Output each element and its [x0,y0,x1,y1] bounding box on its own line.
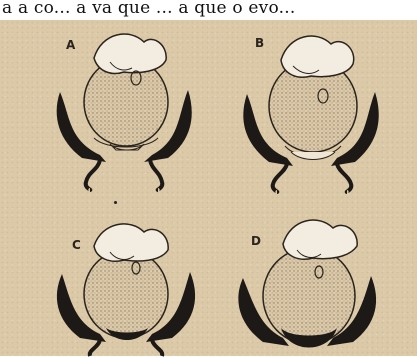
panel-b-drawing [225,20,385,190]
ink-speck [114,201,117,204]
panel-d-drawing [225,198,385,358]
panel-c-drawing [40,198,200,358]
scanned-figure: A B C [0,20,417,356]
panel-d: D [225,198,385,358]
panel-a: A [40,20,200,190]
panel-c: C [40,198,200,358]
panel-b: B [225,20,385,190]
panel-a-drawing [40,20,200,190]
page-text-fragment: a a co... a va que ... a que o evo... [0,0,417,22]
